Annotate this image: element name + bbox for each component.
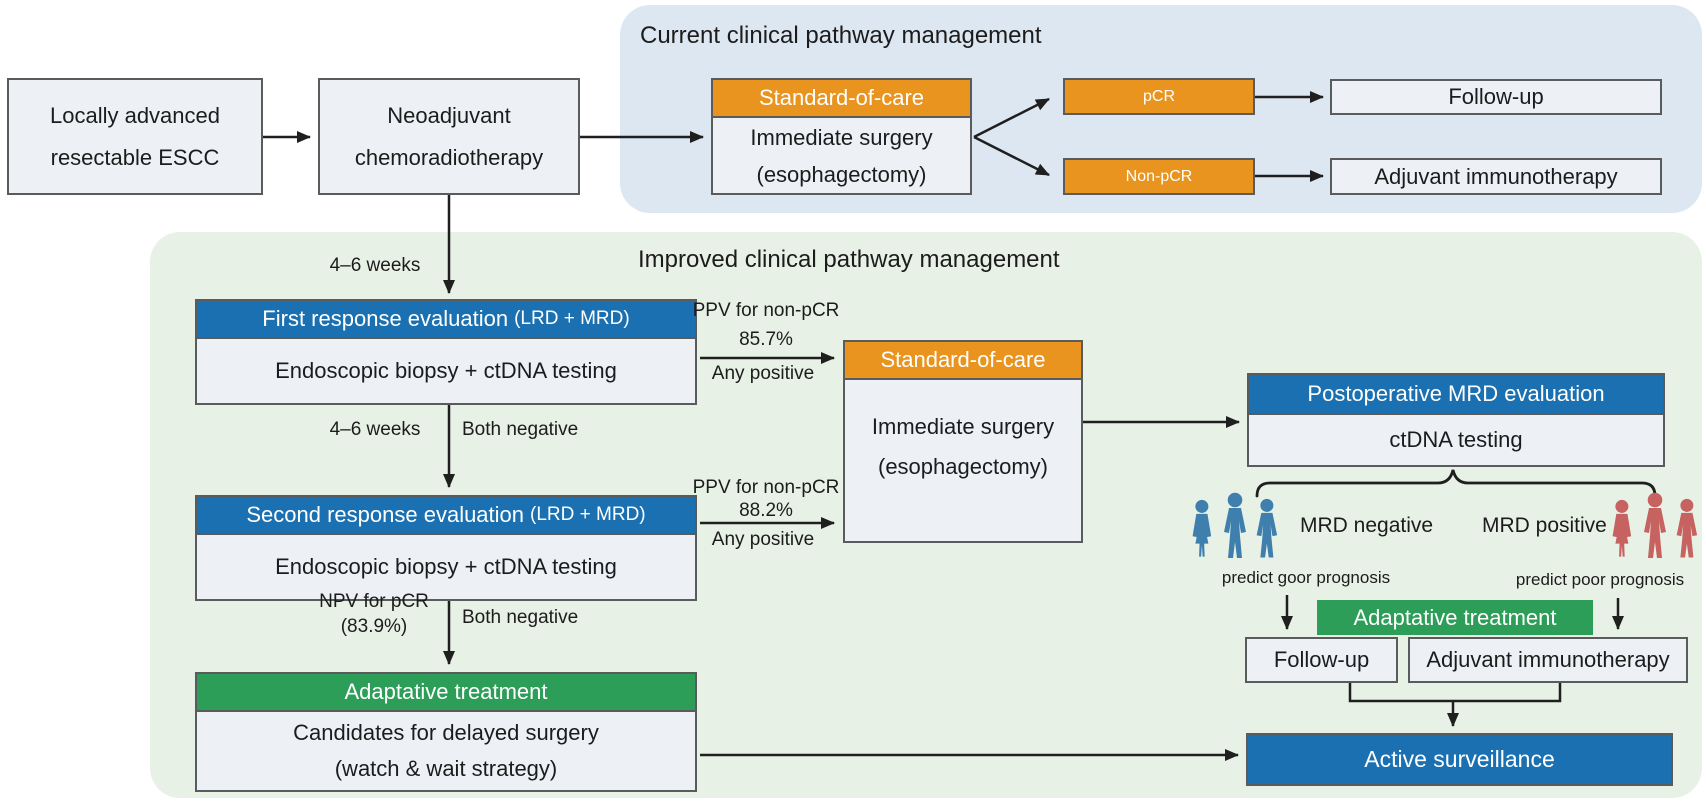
ppv2-line3: Any positive <box>711 529 815 550</box>
follow-up-bottom-box: Follow-up <box>1245 637 1398 683</box>
adaptative-treatment-right-label: Adaptative treatment <box>1353 604 1557 630</box>
neoadjuvant-box: Neoadjuvant chemoradiotherapy <box>318 78 580 195</box>
pcr-box: pCR <box>1063 78 1255 115</box>
standard-of-care-top-box: Standard-of-care Immediate surgery (esop… <box>711 78 972 195</box>
wait1-label: 4–6 weeks <box>329 255 421 276</box>
adaptative-left-line2: (watch & wait strategy) <box>334 756 558 781</box>
predict-good-prognosis-label: predict goor prognosis <box>1221 568 1391 587</box>
neoadjuvant-line2: chemoradiotherapy <box>354 144 544 170</box>
second-eval-header-main: Second response evaluation <box>246 502 525 527</box>
soc-mid-line2: (esophagectomy) <box>878 453 1048 479</box>
npv-line1: NPV for pCR <box>319 591 429 612</box>
first-eval-header-main: First response evaluation <box>262 306 509 331</box>
adjuvant-immunotherapy-top-box: Adjuvant immunotherapy <box>1330 158 1662 195</box>
active-surveillance-label: Active surveillance <box>1364 746 1555 772</box>
second-response-evaluation-header: Second response evaluation (LRD + MRD) <box>197 497 695 533</box>
postoperative-mrd-box: Postoperative MRD evaluation ctDNA testi… <box>1247 373 1665 467</box>
predict-poor-prognosis-label: predict poor prognosis <box>1515 570 1685 589</box>
second-eval-header-sub: (LRD + MRD) <box>530 504 646 525</box>
ppv1-line3: Any positive <box>711 363 815 384</box>
postop-body: ctDNA testing <box>1389 427 1523 452</box>
first-eval-header-sub: (LRD + MRD) <box>514 308 630 329</box>
active-surveillance-box: Active surveillance <box>1246 733 1673 786</box>
locally-advanced-line2: resectable ESCC <box>50 144 220 170</box>
adaptative-treatment-left-header: Adaptative treatment <box>197 674 695 710</box>
adaptative-left-line1: Candidates for delayed surgery <box>293 720 599 745</box>
non-pcr-label: Non-pCR <box>1125 167 1193 185</box>
adaptative-treatment-right-box: Adaptative treatment <box>1317 600 1593 635</box>
npv-line2: (83.9%) <box>340 616 408 637</box>
standard-of-care-mid-box: Standard-of-care Immediate surgery (esop… <box>843 340 1083 543</box>
second-response-evaluation-box: Second response evaluation (LRD + MRD) E… <box>195 495 697 601</box>
mrd-positive-people-icon <box>1612 492 1698 558</box>
ppv1-line1: PPV for non-pCR <box>692 300 840 321</box>
neoadjuvant-line1: Neoadjuvant <box>387 102 511 128</box>
ppv2-line1: PPV for non-pCR <box>692 477 840 498</box>
soc-mid-line1: Immediate surgery <box>871 413 1055 439</box>
ppv2-line2: 88.2% <box>739 500 793 521</box>
locally-advanced-line1: Locally advanced <box>49 102 220 128</box>
non-pcr-box: Non-pCR <box>1063 158 1255 195</box>
both-negative1-label: Both negative <box>462 419 579 440</box>
first-response-evaluation-header: First response evaluation (LRD + MRD) <box>197 301 695 337</box>
first-response-evaluation-box: First response evaluation (LRD + MRD) En… <box>195 299 697 405</box>
follow-up-bottom-label: Follow-up <box>1273 647 1370 672</box>
locally-advanced-escc-box: Locally advanced resectable ESCC <box>7 78 263 195</box>
ppv1-line2: 85.7% <box>739 329 793 350</box>
postoperative-mrd-header: Postoperative MRD evaluation <box>1249 375 1663 413</box>
standard-of-care-mid-header: Standard-of-care <box>845 342 1081 378</box>
follow-up-top-label: Follow-up <box>1448 84 1544 109</box>
soc-top-line2: (esophagectomy) <box>756 161 927 187</box>
mrd-positive-label: MRD positive <box>1482 514 1607 537</box>
second-eval-body: Endoscopic biopsy + ctDNA testing <box>275 554 617 579</box>
first-eval-body: Endoscopic biopsy + ctDNA testing <box>275 358 617 383</box>
mrd-negative-label: MRD negative <box>1300 514 1434 537</box>
mrd-negative-people-icon <box>1192 492 1278 558</box>
standard-of-care-top-header: Standard-of-care <box>713 80 970 116</box>
adjuvant-immunotherapy-bottom-box: Adjuvant immunotherapy <box>1408 637 1688 683</box>
current-pathway-title: Current clinical pathway management <box>640 22 1042 49</box>
both-negative2-label: Both negative <box>462 607 579 628</box>
improved-pathway-title: Improved clinical pathway management <box>638 246 1060 273</box>
pcr-label: pCR <box>1142 87 1175 105</box>
soc-top-line1: Immediate surgery <box>750 124 933 150</box>
wait2-label: 4–6 weeks <box>329 419 421 440</box>
adaptative-treatment-left-box: Adaptative treatment Candidates for dela… <box>195 672 697 792</box>
adjuvant-immunotherapy-bottom-label: Adjuvant immunotherapy <box>1426 647 1670 672</box>
follow-up-top-box: Follow-up <box>1330 79 1662 115</box>
adjuvant-immunotherapy-top-label: Adjuvant immunotherapy <box>1374 163 1618 189</box>
